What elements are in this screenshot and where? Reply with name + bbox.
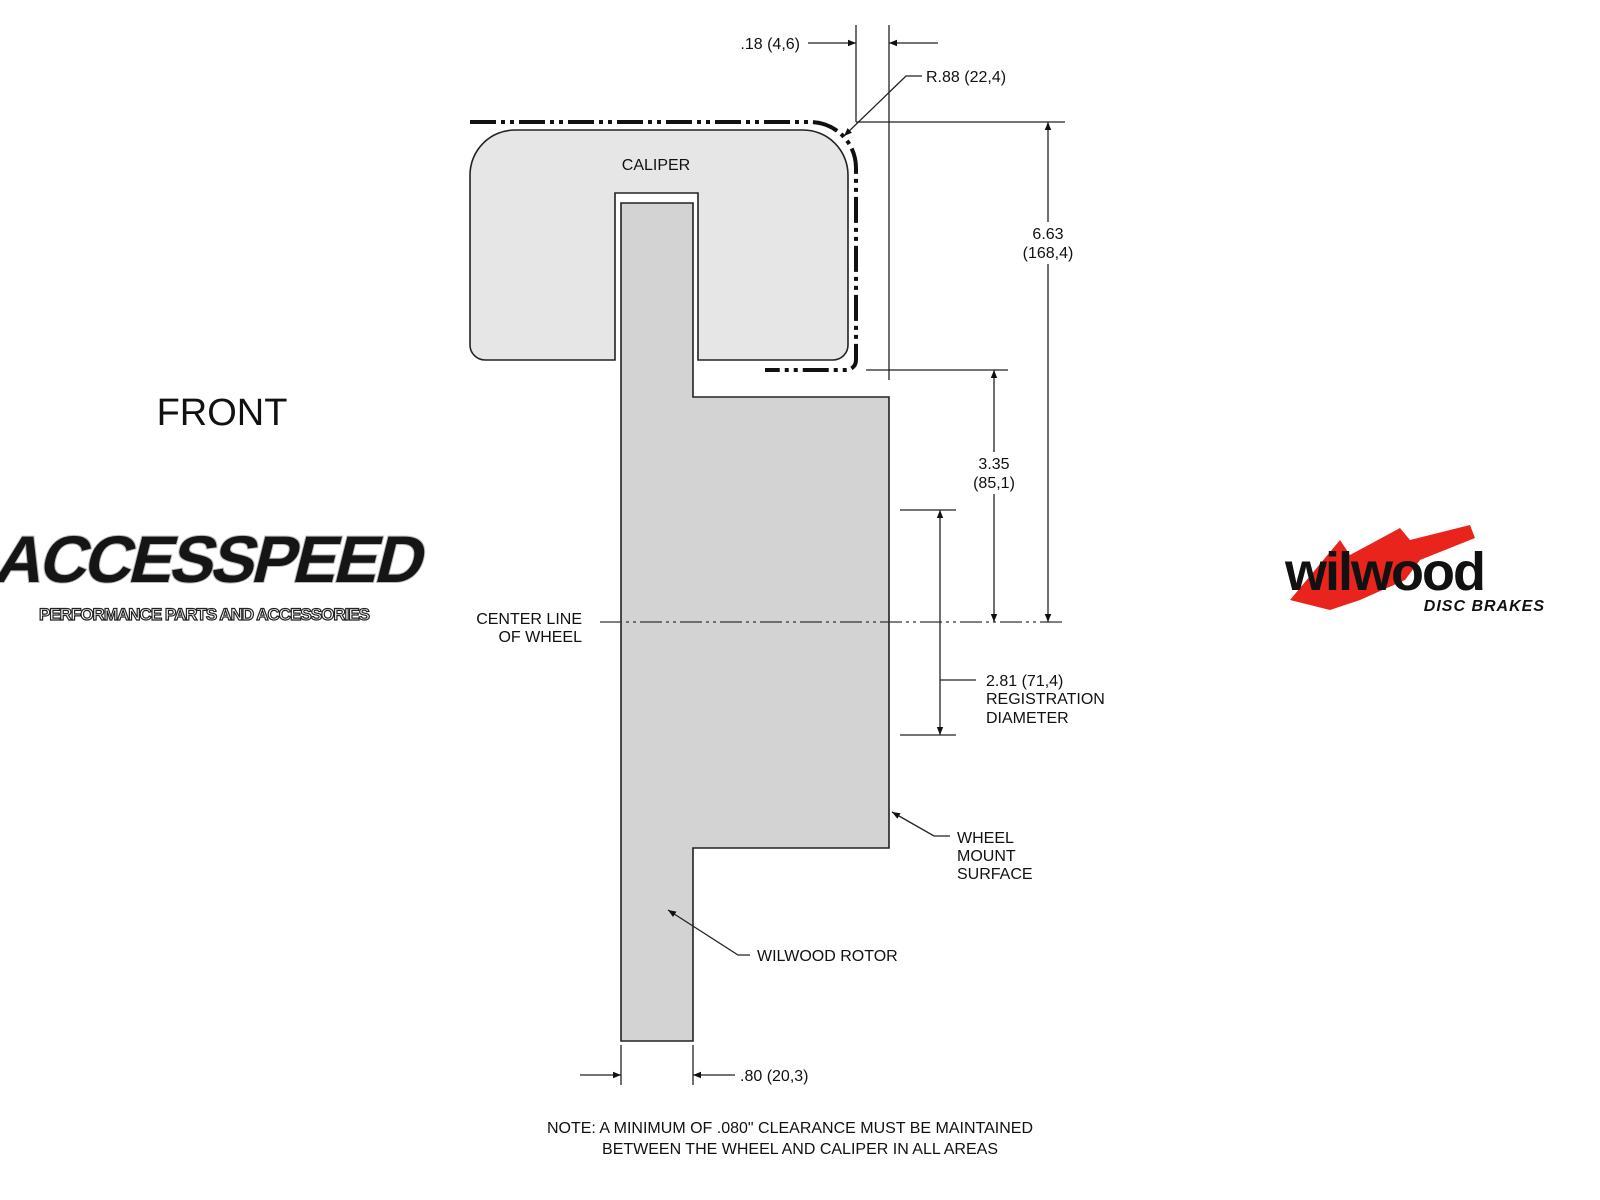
- view-title: FRONT: [157, 392, 288, 434]
- caliper-shape: [469, 129, 849, 361]
- registration-label-2: DIAMETER: [986, 710, 1069, 727]
- clearance-top-dimension: .18 (4,6): [740, 36, 800, 53]
- svg-text:DISC BRAKES: DISC BRAKES: [1424, 598, 1545, 615]
- clearance-note-2: BETWEEN THE WHEEL AND CALIPER IN ALL ARE…: [602, 1141, 998, 1158]
- svg-text:wilwood: wilwood: [1284, 542, 1484, 602]
- accesspeed-logo: ACCESSPEED PERFORMANCE PARTS AND ACCESSO…: [0, 522, 434, 625]
- radius-leader: [843, 75, 922, 137]
- mount-height-metric: (85,1): [973, 475, 1015, 492]
- rotor-width-dimension: .80 (20,3): [740, 1068, 808, 1085]
- mount-height-dimension: 3.35: [978, 456, 1009, 473]
- rotor-leader: [667, 909, 750, 956]
- center-line-label-1: CENTER LINE: [476, 611, 582, 628]
- overall-height-metric: (168,4): [1023, 245, 1074, 262]
- clearance-note-1: NOTE: A MINIMUM OF .080" CLEARANCE MUST …: [547, 1120, 1033, 1137]
- center-line-label-2: OF WHEEL: [498, 629, 582, 646]
- wheel-mount-label-3: SURFACE: [957, 866, 1033, 883]
- wheel-mount-leader: [891, 811, 950, 837]
- wilwood-logo: wilwood DISC BRAKES: [1284, 525, 1545, 615]
- clearance-envelope-line: [470, 120, 858, 372]
- wheel-mount-label-1: WHEEL: [957, 830, 1014, 847]
- overall-height-dimension: 6.63: [1032, 226, 1063, 243]
- registration-dimension: 2.81 (71,4): [986, 673, 1063, 690]
- svg-text:PERFORMANCE PARTS AND ACCESSOR: PERFORMANCE PARTS AND ACCESSORIES: [39, 605, 370, 624]
- caliper-label: CALIPER: [622, 157, 690, 174]
- rotor-label: WILWOOD ROTOR: [757, 948, 898, 965]
- registration-label-1: REGISTRATION: [986, 691, 1105, 708]
- svg-text:ACCESSPEED: ACCESSPEED: [0, 523, 433, 597]
- wheel-mount-label-2: MOUNT: [957, 848, 1016, 865]
- radius-dimension: R.88 (22,4): [926, 69, 1006, 86]
